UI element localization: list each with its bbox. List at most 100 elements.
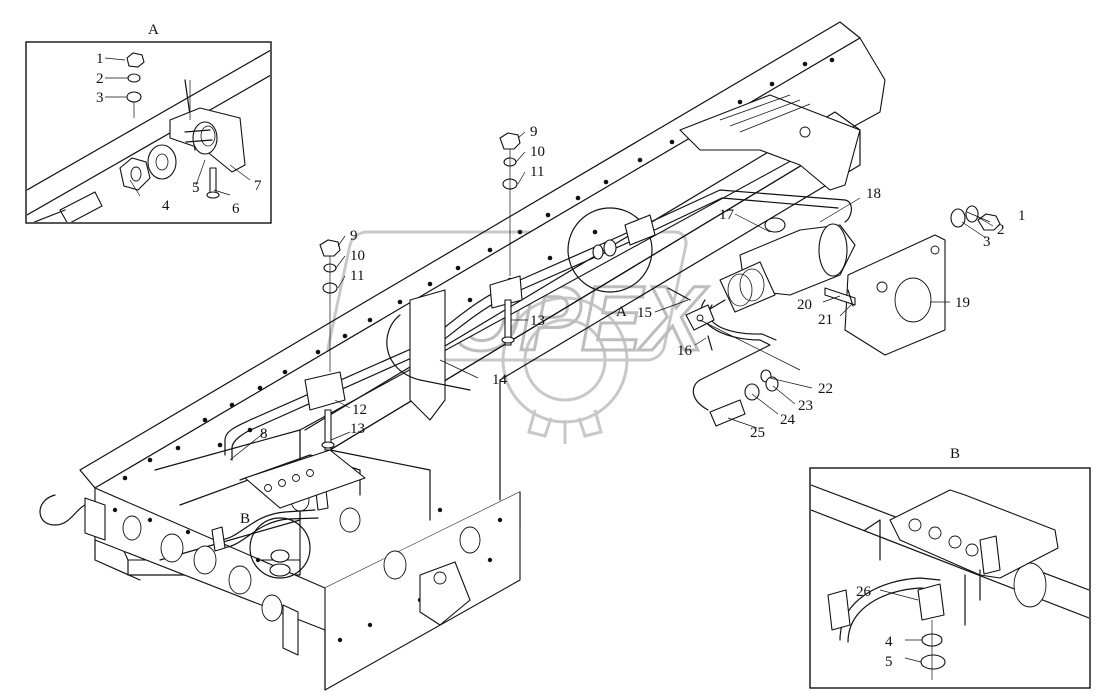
leader-lines [104, 57, 994, 663]
inset-a: A [25, 22, 272, 224]
watermark-gear-teeth [527, 409, 603, 444]
right-rail-web [329, 129, 861, 501]
tow-bracket [419, 561, 471, 626]
tow-hook [39, 494, 471, 656]
reservoir-top [764, 217, 786, 233]
bolt-20 [824, 287, 856, 306]
callout-main-2: 2 [997, 222, 1005, 238]
inset-b-block [889, 489, 1059, 579]
callout-main-8: 8 [260, 426, 268, 442]
rail-holes [122, 57, 835, 481]
callout-inset-a-5: 5 [192, 180, 200, 196]
inset-b-fitting-right [979, 535, 1001, 575]
inset-a-nut-1 [126, 52, 145, 68]
inset-a-axis [133, 80, 191, 120]
callout-inset-a-3: 3 [96, 90, 104, 106]
inset-a-title: A [148, 22, 159, 38]
inset-a-lockwasher [147, 144, 177, 180]
pedal-lever [386, 314, 471, 391]
callout-main-22: 22 [818, 381, 833, 397]
inset-a-washer-2 [127, 73, 141, 83]
callout-main-10-upper: 10 [530, 144, 545, 160]
callout-main-15: 15 [637, 305, 652, 321]
inset-b-fitting-mid [917, 583, 945, 621]
callout-inset-a-2: 2 [96, 71, 104, 87]
callout-main-11-upper: 11 [530, 164, 544, 180]
distribution-block [244, 449, 366, 509]
washer-24 [744, 383, 760, 401]
chassis-frame [39, 21, 886, 691]
inset-a-rail [27, 49, 270, 216]
callout-inset-b-4: 4 [885, 634, 893, 650]
inset-b-title: B [950, 446, 960, 462]
master-cylinder-assembly [667, 205, 1001, 427]
fitting-b-left [211, 526, 226, 552]
tow-hook-body [39, 494, 86, 526]
nut-9-upper [499, 132, 521, 150]
nut-1 [977, 213, 1001, 231]
inset-b-fitting-left [827, 589, 851, 631]
callout-main-11-lower: 11 [350, 268, 364, 284]
upper-bracket-ribs [719, 94, 811, 133]
callout-main-13-upper: 13 [530, 313, 545, 329]
callout-main-23: 23 [798, 398, 813, 414]
callout-main-13-lower: 13 [350, 421, 365, 437]
pins [667, 287, 713, 351]
inset-a-fitting [59, 191, 103, 222]
block-12 [304, 371, 346, 411]
callout-main-25: 25 [750, 425, 765, 441]
callout-inset-b-26: 26 [856, 584, 872, 600]
inset-a-bolt [209, 167, 217, 196]
callout-main-24: 24 [780, 412, 796, 428]
callout-main-3: 3 [983, 234, 991, 250]
callout-inset-b-5: 5 [885, 654, 893, 670]
brake-line-b2 [219, 517, 319, 549]
inset-a-pipe [32, 209, 66, 222]
section-label-a: A [616, 304, 627, 320]
reservoir-cap [818, 223, 848, 277]
nut-9-lower [319, 239, 341, 257]
brake-line-4 [624, 197, 839, 245]
callout-inset-a-7: 7 [254, 178, 262, 194]
callout-main-9-upper: 9 [530, 124, 538, 140]
inset-b-line-2 [847, 587, 941, 643]
brake-line-3 [619, 189, 852, 237]
detail-b-circle [249, 517, 311, 579]
rear-box-edges [94, 539, 326, 691]
detail-a-circle [567, 207, 653, 293]
callout-main-17: 17 [719, 207, 735, 223]
hose-25b [708, 304, 777, 341]
inset-a-thread [184, 129, 213, 143]
callout-main-9-lower: 9 [350, 228, 358, 244]
rear-plate [282, 604, 299, 656]
brake-line-b [217, 509, 316, 541]
bolt-13-upper [504, 299, 512, 346]
inset-b: B [809, 446, 1091, 689]
inset-a-washer-3 [126, 91, 142, 103]
block-12-upper [489, 275, 523, 309]
upper-bracket [679, 94, 861, 191]
callout-main-16: 16 [677, 343, 693, 359]
callouts: 1 2 3 4 5 6 7 1 2 3 8 9 10 11 9 10 11 12… [96, 51, 1026, 670]
pedal-bracket-14 [409, 289, 446, 421]
banjo-25 [709, 399, 746, 427]
callout-inset-a-1: 1 [96, 51, 104, 67]
section-label-b: B [240, 511, 250, 527]
callout-main-12: 12 [352, 402, 367, 418]
tow-hook-plate [84, 497, 106, 541]
inset-b-legs [864, 519, 981, 626]
callout-inset-a-4: 4 [162, 198, 170, 214]
callout-inset-a-6: 6 [232, 201, 240, 217]
inset-b-washer-5 [920, 654, 946, 670]
washer-3 [950, 208, 966, 228]
pedal-brackets [211, 132, 656, 579]
washer-21 [847, 289, 854, 307]
callout-main-19: 19 [955, 295, 970, 311]
callout-main-10-lower: 10 [350, 248, 365, 264]
hardware-leader [699, 319, 801, 371]
detail-a-bracket [624, 214, 656, 246]
callout-main-18: 18 [866, 186, 881, 202]
callout-main-21: 21 [818, 312, 833, 328]
